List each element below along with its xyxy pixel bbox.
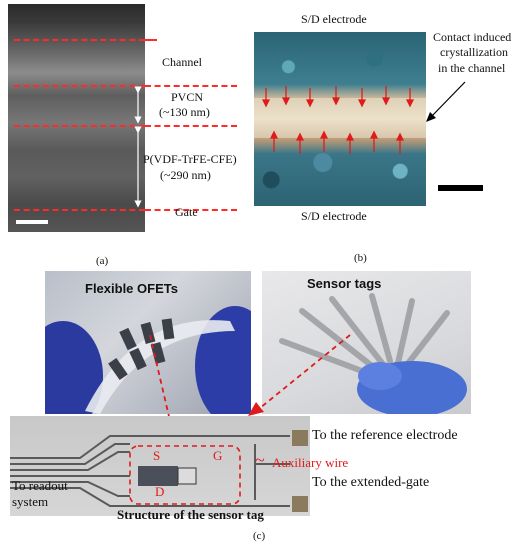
- panel-b-caption: (b): [354, 252, 367, 264]
- auxiliary-wire-label: Auxiliary wire: [272, 455, 349, 470]
- annotation-arrow: [426, 81, 466, 122]
- tags-to-tag-arrow: [259, 334, 351, 409]
- readout-label-line-2: system: [12, 494, 49, 509]
- flexible-ofets-title: Flexible OFETs: [85, 281, 178, 296]
- sd-electrode-top-label: S/D electrode: [301, 12, 367, 26]
- dielectric-thickness-label: (~290 nm): [160, 168, 211, 182]
- pvcn-bottom-boundary-line: [14, 125, 145, 127]
- sensor-tag-structure-photo: [10, 416, 310, 516]
- annotation-line-3: in the channel: [438, 61, 506, 75]
- readout-label-line-1: To readout: [12, 478, 68, 493]
- terminal-d-label: D: [155, 484, 165, 499]
- pvcn-top-boundary-extension: [145, 85, 237, 87]
- sem-cross-section-image: [8, 4, 145, 232]
- gate-label: Gate: [175, 205, 198, 219]
- gate-boundary-line: [14, 209, 145, 211]
- auxiliary-tilde: ~: [255, 450, 265, 470]
- reference-electrode-label: To the reference electrode: [312, 428, 458, 443]
- terminal-g-label: G: [213, 448, 223, 463]
- pvcn-top-boundary-line: [14, 85, 145, 87]
- channel-boundary-line: [14, 39, 145, 41]
- optical-micrograph-image: [254, 32, 426, 206]
- sensor-tags-illustration: [279, 293, 467, 414]
- channel-boundary-extension: [145, 39, 157, 41]
- sd-electrode-bottom-label: S/D electrode: [301, 209, 367, 223]
- sensor-tag-wiring: [10, 430, 308, 512]
- panel-a-caption: (a): [96, 255, 109, 267]
- flexible-ofets-illustration: [45, 306, 251, 414]
- annotation-line-1: Contact induced: [433, 30, 512, 44]
- scale-bar: [16, 220, 48, 224]
- sensor-tags-photo: Sensor tags: [262, 271, 471, 414]
- gate-boundary-extension: [145, 209, 237, 211]
- thickness-arrows: [134, 86, 142, 208]
- extended-gate-label: To the extended-gate: [312, 475, 430, 490]
- pvcn-label: PVCN: [171, 90, 204, 104]
- channel-crystallization-overlay: [254, 86, 426, 154]
- terminal-s-label: S: [153, 448, 161, 463]
- panel-b-scale-bar: [438, 185, 483, 191]
- pvcn-thickness-label: (~130 nm): [159, 105, 210, 119]
- sensor-tags-title: Sensor tags: [307, 276, 382, 291]
- structure-title: Structure of the sensor tag: [117, 507, 264, 522]
- dielectric-label: P(VDF-TrFE-CFE): [143, 152, 237, 166]
- annotation-line-2: crystallization: [440, 45, 508, 59]
- channel-label: Channel: [162, 55, 202, 69]
- pvcn-bottom-boundary-extension: [145, 125, 237, 127]
- panel-c-caption: (c): [253, 530, 266, 542]
- flexible-ofets-photo: Flexible OFETs: [45, 271, 251, 414]
- crystal-growth-arrows: [261, 86, 415, 154]
